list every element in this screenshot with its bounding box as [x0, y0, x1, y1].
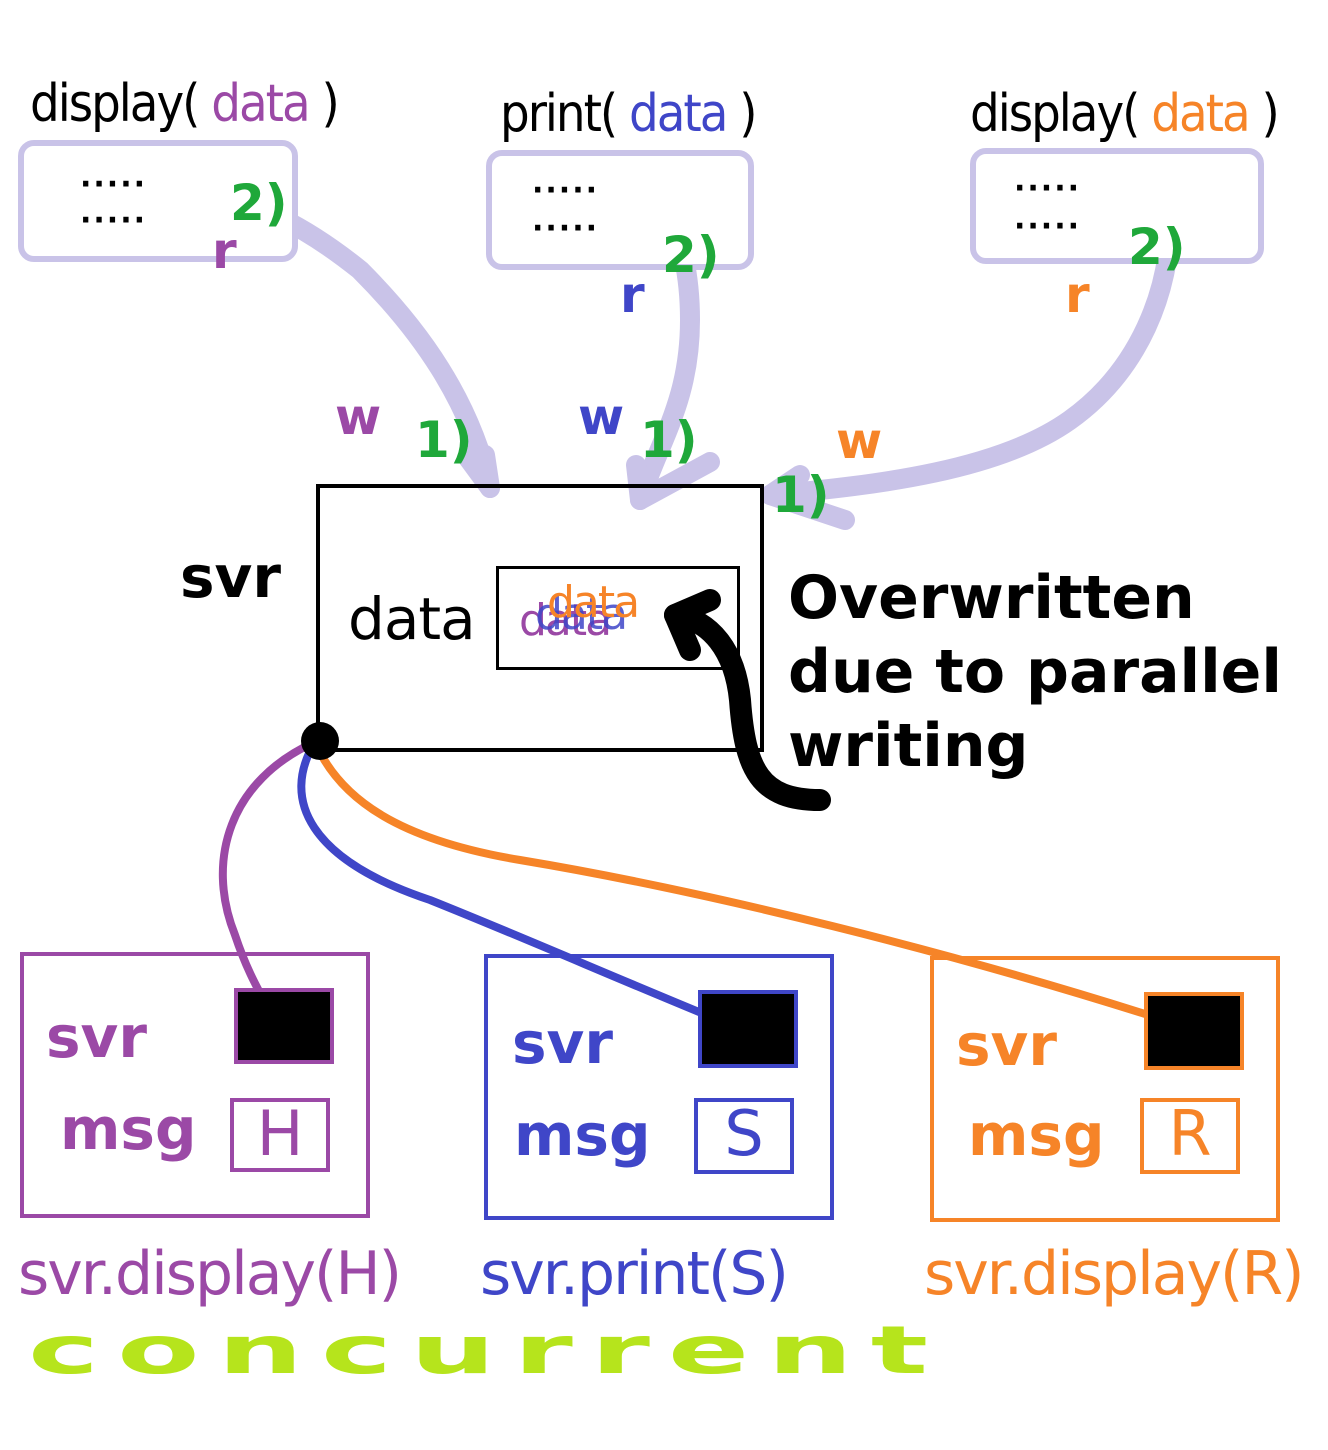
overwrite-arrow	[664, 589, 831, 811]
rw-arrow-display-h-head-bottom	[458, 445, 500, 498]
read-label: r	[1065, 266, 1090, 324]
caller-msg-label: msg	[514, 1101, 651, 1169]
caller-msg-value: H	[230, 1098, 330, 1172]
step-write-label: 1)	[640, 411, 698, 469]
read-label: r	[620, 266, 645, 324]
method-arg: data	[1151, 84, 1250, 144]
footer-concurrent: concurrent	[28, 1312, 947, 1389]
method-close: )	[1261, 84, 1279, 144]
ref-wire-blue	[297, 738, 742, 1032]
step-read-label: 2)	[1128, 218, 1186, 276]
caller-ref-slot	[234, 988, 334, 1064]
write-label: w	[578, 388, 625, 446]
code-dots: ·····	[1014, 209, 1081, 244]
call-label-r: svr.display(R)	[924, 1239, 1305, 1309]
write-label: w	[335, 388, 382, 446]
method-arg: data	[211, 74, 310, 134]
overwrite-arrow-head	[664, 589, 721, 661]
annotation-line-3: writing	[788, 711, 1029, 781]
method-body-box: ····· ·····	[18, 140, 298, 262]
annotation-line-1: Overwritten	[788, 563, 1195, 633]
code-dots: ·····	[532, 173, 599, 208]
read-label: r	[212, 222, 237, 280]
caller-ref-label: svr	[512, 1009, 613, 1077]
server-label: svr	[180, 543, 281, 611]
step-write-label: 1)	[415, 411, 473, 469]
method-arg: data	[629, 84, 728, 144]
method-name: display(	[30, 74, 200, 134]
method-title: print( data )	[500, 88, 758, 140]
caller-ref-label: svr	[956, 1011, 1057, 1079]
caller-ref-label: svr	[46, 1003, 147, 1071]
data-field-label: data	[348, 585, 476, 653]
method-title: display( data )	[30, 78, 340, 130]
method-close: )	[321, 74, 339, 134]
caller-msg-value: S	[694, 1098, 794, 1174]
caller-msg-label: msg	[60, 1095, 197, 1163]
method-body-box: ····· ·····	[486, 150, 754, 270]
server-box: data data data data	[316, 484, 764, 752]
data-field-box: data data data	[496, 566, 740, 670]
method-name: display(	[970, 84, 1140, 144]
step-write-label: 1)	[772, 466, 830, 524]
code-dots: ·····	[80, 203, 147, 238]
caller-box-h: svr msg H	[20, 952, 370, 1218]
overwrite-arrow-shaft	[664, 604, 831, 811]
step-read-label: 2)	[230, 174, 288, 232]
caller-box-r: svr msg R	[930, 956, 1280, 1222]
call-label-h: svr.display(H)	[18, 1239, 402, 1309]
method-title: display( data )	[970, 88, 1280, 140]
method-body-box: ····· ·····	[970, 148, 1264, 264]
caller-box-s: svr msg S	[484, 954, 834, 1220]
data-value-purple: data	[519, 595, 612, 646]
data-value-blue: data	[535, 589, 628, 640]
step-read-label: 2)	[662, 226, 720, 284]
rw-arrow-display-r-head-bottom	[760, 465, 855, 530]
annotation-line-2: due to parallel	[788, 637, 1282, 707]
code-dots: ·····	[532, 211, 599, 246]
method-close: )	[739, 84, 757, 144]
caller-msg-value: R	[1140, 1098, 1240, 1174]
call-label-s: svr.print(S)	[480, 1239, 789, 1309]
code-dots: ·····	[1014, 171, 1081, 206]
ref-wire-orange	[311, 738, 1199, 1034]
data-value-orange: data	[547, 577, 640, 628]
caller-msg-label: msg	[968, 1101, 1105, 1169]
method-name: print(	[500, 84, 618, 144]
caller-ref-slot	[1144, 992, 1244, 1070]
rw-arrow-print-s-head-bottom	[626, 452, 720, 510]
write-label: w	[836, 412, 883, 470]
caller-ref-slot	[698, 990, 798, 1068]
code-dots: ·····	[80, 167, 147, 202]
